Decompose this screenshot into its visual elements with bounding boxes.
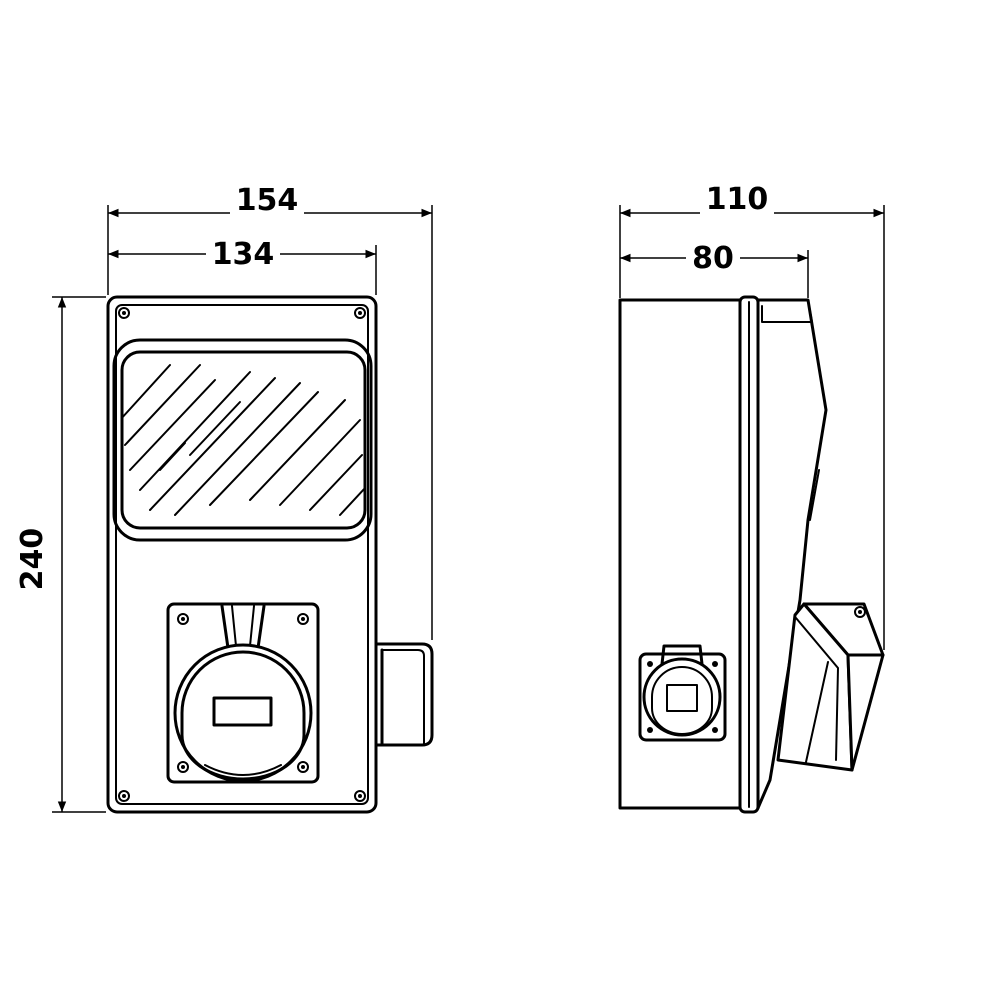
- corner-screw-icon: [118, 790, 130, 802]
- dimension-240: 240: [15, 296, 106, 813]
- screw-icon: [712, 661, 718, 667]
- corner-screw-icon: [354, 307, 366, 319]
- nameplate: [666, 684, 698, 712]
- tilted-inlet: [776, 602, 885, 772]
- corner-screw-icon: [354, 790, 366, 802]
- dimension-80: 80: [620, 241, 809, 298]
- screw-icon: [177, 613, 189, 625]
- socket-outlet: [166, 602, 320, 784]
- front-view: [106, 295, 434, 814]
- dimension-label: 110: [706, 182, 769, 217]
- dimension-label: 80: [692, 241, 734, 276]
- side-socket: [638, 644, 727, 742]
- glass-hatching: [122, 364, 365, 516]
- screw-icon: [854, 606, 866, 618]
- enclosure-outline: [106, 295, 378, 814]
- dimension-134: 134: [108, 237, 377, 295]
- side-view: [618, 295, 885, 814]
- dimension-label: 240: [15, 528, 50, 591]
- screw-icon: [712, 727, 718, 733]
- dimension-154: 154: [107, 183, 433, 640]
- nameplate: [212, 696, 273, 727]
- corner-screw-icon: [118, 307, 130, 319]
- screw-icon: [177, 761, 189, 773]
- enclosure-inner-frame: [115, 304, 369, 805]
- screw-icon: [297, 613, 309, 625]
- side-inlet: [374, 642, 434, 747]
- screw-icon: [647, 661, 653, 667]
- dimension-label: 134: [212, 237, 275, 272]
- screw-icon: [297, 761, 309, 773]
- screw-icon: [647, 727, 653, 733]
- transparent-window: [112, 338, 373, 542]
- dimension-label: 154: [236, 183, 299, 218]
- dimension-110: 110: [619, 182, 885, 650]
